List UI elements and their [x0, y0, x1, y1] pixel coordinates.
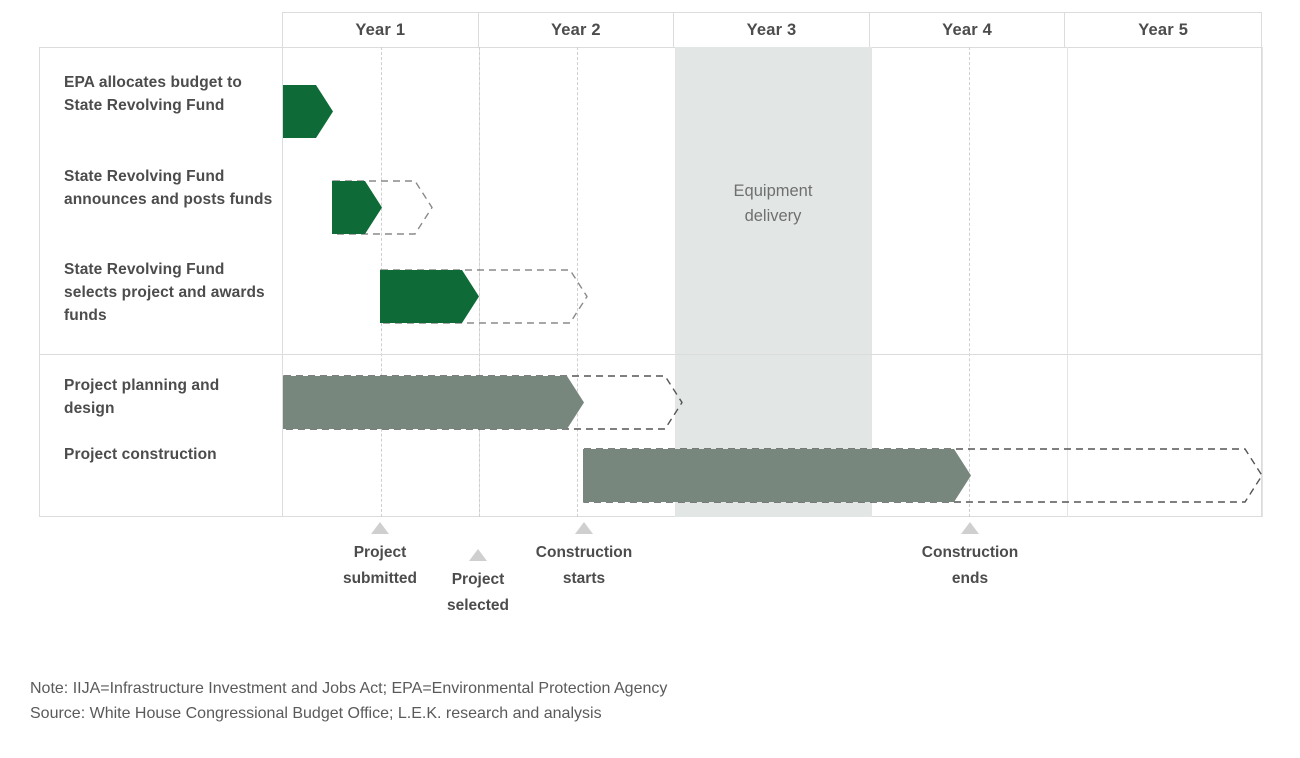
row-label-srf-selects: State Revolving Fund selects project and… [64, 261, 265, 324]
year-header-cell-2: Year 2 [479, 13, 675, 47]
milestone-construction-starts: Construction starts [484, 522, 684, 592]
guide-line-half-year-2 [577, 47, 578, 517]
milestone-label-line1: Construction [535, 544, 633, 561]
milestone-project-selected: Project selected [378, 549, 578, 619]
year-header-cell-4: Year 4 [870, 13, 1066, 47]
equipment-delivery-label-line2: delivery [744, 207, 802, 225]
milestone-label-line1: Construction [921, 544, 1019, 561]
milestone-triangle-icon [469, 549, 487, 561]
milestone-label-line2: ends [951, 570, 989, 587]
year-separator-3 [871, 47, 872, 517]
milestone-label-line2: submitted [342, 570, 418, 587]
guide-line-year-1 [479, 47, 480, 517]
milestone-triangle-icon [961, 522, 979, 534]
footnotes: Note: IIJA=Infrastructure Investment and… [30, 676, 667, 726]
milestone-project-submitted: Project submitted [280, 522, 480, 592]
milestone-label-line1: Project [353, 544, 407, 561]
footnote-note: Note: IIJA=Infrastructure Investment and… [30, 680, 668, 697]
bar-srf-selects-solid [380, 270, 479, 323]
row-label-project-construction: Project construction [64, 446, 217, 463]
equipment-delivery-label: Equipment delivery [675, 179, 871, 229]
row-label-panel: EPA allocates budget to State Revolving … [39, 47, 283, 517]
milestone-label-line2: selected [446, 597, 510, 614]
row-label-srf-announces: State Revolving Fund announces and posts… [64, 168, 273, 208]
bar-srf-announces-solid [332, 181, 382, 234]
year-separator-2 [675, 47, 676, 517]
milestone-triangle-icon [371, 522, 389, 534]
year-header-cell-3: Year 3 [674, 13, 870, 47]
milestone-label-line2: starts [562, 570, 606, 587]
guide-line-half-year-4 [969, 47, 970, 517]
row-label-epa-allocates: EPA allocates budget to State Revolving … [64, 74, 242, 114]
milestone-construction-ends: Construction ends [870, 522, 1070, 592]
year-header-cell-1: Year 1 [283, 13, 479, 47]
bar-project-planning-solid [283, 376, 584, 429]
group-divider [40, 354, 1263, 355]
year-separator-5 [1262, 47, 1263, 517]
footnote-source: Source: White House Congressional Budget… [30, 705, 602, 722]
year-header-cell-5: Year 5 [1138, 20, 1189, 39]
plot-area: Equipment delivery [40, 47, 1263, 517]
milestone-triangle-icon [575, 522, 593, 534]
bar-epa-allocates-solid [283, 85, 333, 138]
chart-frame [39, 47, 1262, 517]
year-separator-4 [1067, 47, 1068, 517]
equipment-delivery-band: Equipment delivery [675, 47, 871, 517]
equipment-delivery-label-line1: Equipment [733, 182, 813, 200]
year-header-row: Year 1 Year 2 Year 3 Year 4 Year 5 [282, 12, 1262, 48]
milestone-label-line1: Project [451, 571, 505, 588]
row-label-project-planning: Project planning and design [64, 377, 220, 417]
bar-project-construction-solid [583, 449, 971, 502]
